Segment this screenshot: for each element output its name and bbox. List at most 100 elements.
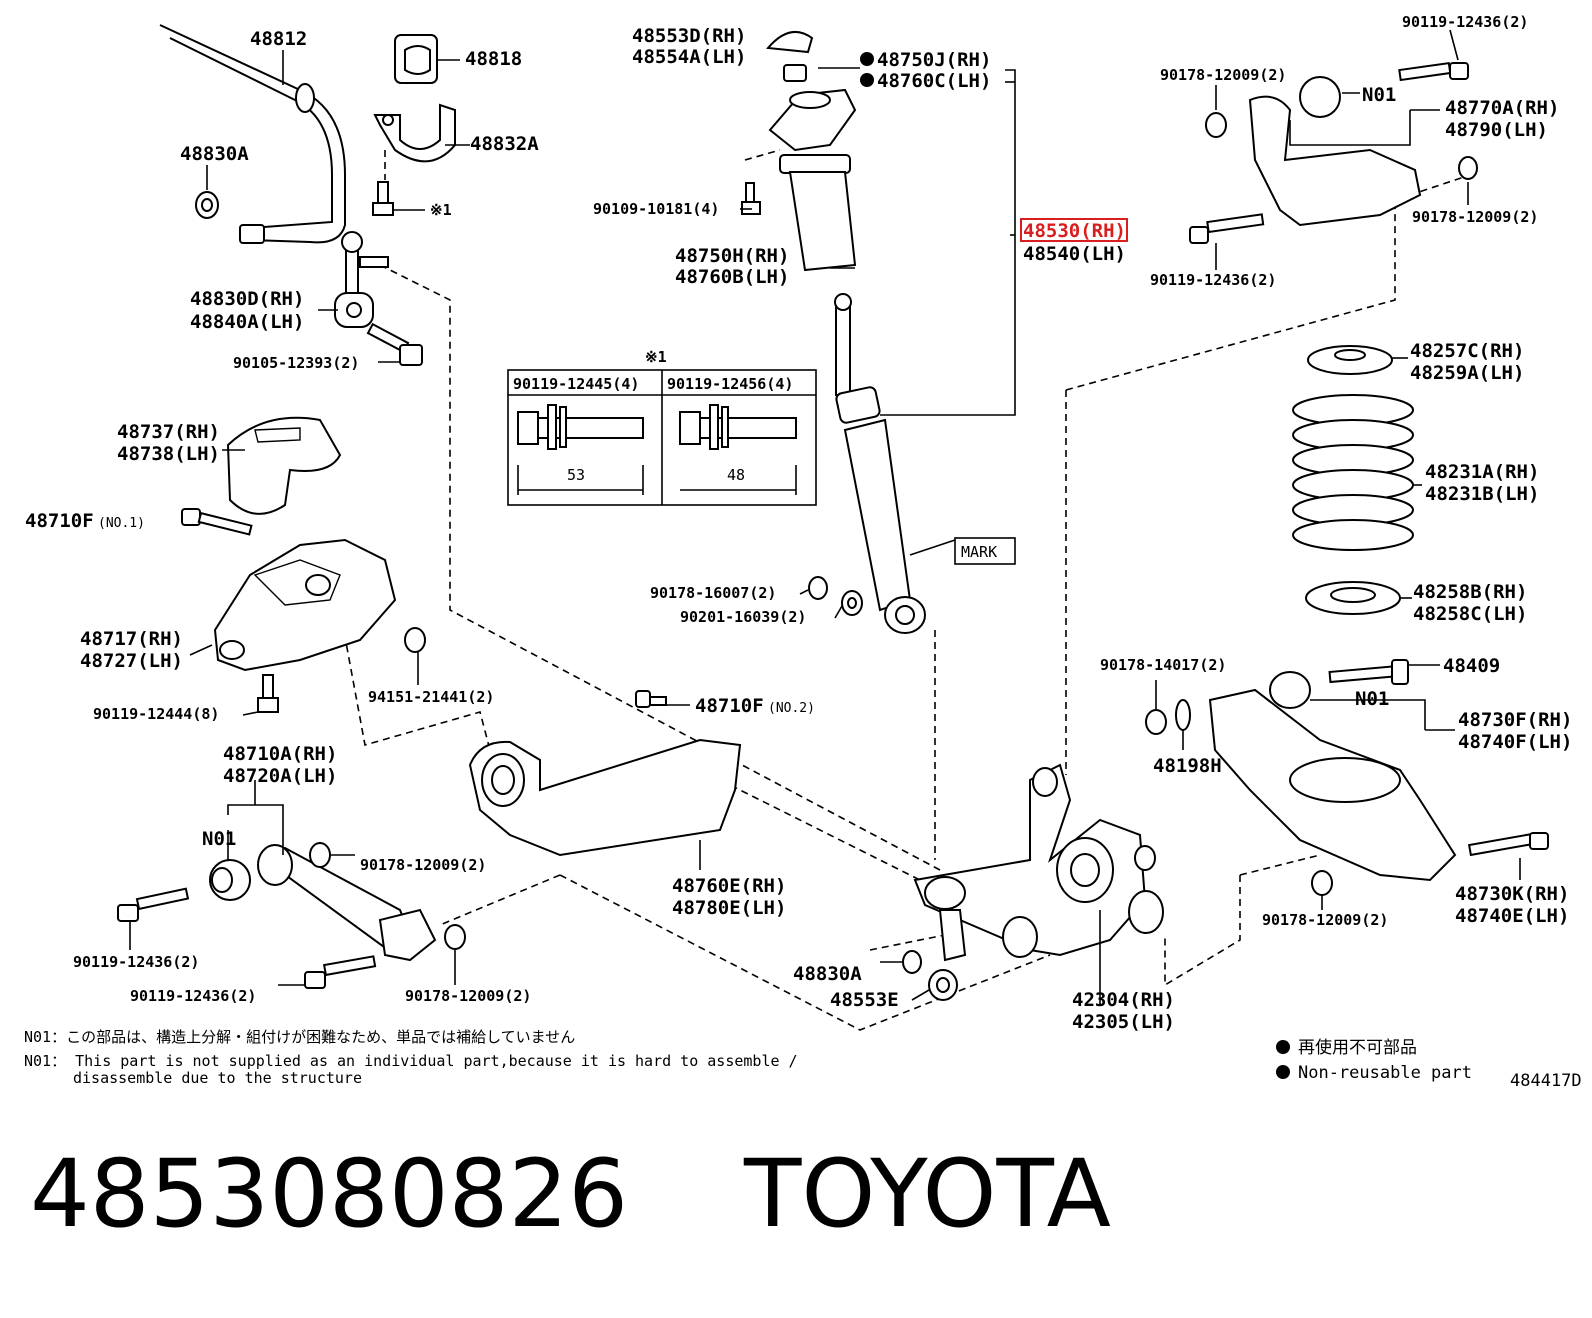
nut-90178-br bbox=[1311, 870, 1333, 896]
nut-48830a-top bbox=[195, 191, 219, 219]
bolt-48409 bbox=[1328, 659, 1409, 685]
label-48730k: 48730K(RH) bbox=[1455, 883, 1569, 905]
cover-48737 bbox=[226, 416, 342, 515]
label-48710f-no2: 48710F bbox=[695, 695, 764, 717]
label-48840a: 48840A(LH) bbox=[190, 311, 304, 333]
label-48818: 48818 bbox=[465, 48, 522, 70]
legend: 再使用不可部品 Non-reusable part bbox=[1298, 1037, 1472, 1083]
label-48760b: 48760B(LH) bbox=[675, 266, 789, 288]
stabilizer-link bbox=[334, 231, 389, 328]
label-48740e: 48740E(LH) bbox=[1455, 905, 1569, 927]
label-48554a: 48554A(LH) bbox=[632, 46, 746, 68]
bushing-90178-16007 bbox=[808, 576, 828, 600]
nut-90178-bottom bbox=[444, 924, 466, 950]
footnotes: N01：この部品は、構造上分解・組付けが困難なため、単品では補給していません N… bbox=[24, 1028, 798, 1087]
label-48553d: 48553D(RH) bbox=[632, 25, 746, 47]
bolt-48730k bbox=[1467, 832, 1549, 857]
label-48740f: 48740F(LH) bbox=[1458, 731, 1572, 753]
label-48258b: 48258B(RH) bbox=[1413, 581, 1527, 603]
label-n01-r: N01 bbox=[1355, 688, 1389, 710]
upper-spring-seat bbox=[1307, 345, 1393, 375]
non-reusable-dot-48760c bbox=[860, 73, 874, 87]
product-caption: 4853080826 TOYOTA bbox=[30, 1140, 1111, 1250]
label-90178-14017: 90178-14017(2) bbox=[1100, 656, 1226, 674]
table-star: ※1 bbox=[645, 348, 667, 366]
legend-dot-en bbox=[1276, 1065, 1290, 1079]
bolt-90119-12436-b bbox=[304, 955, 377, 989]
lower-arm-48730f bbox=[1208, 688, 1457, 882]
table-col1-header: 90119-12445(4) bbox=[513, 375, 639, 393]
bolt-stabilizer-bracket bbox=[372, 181, 394, 216]
label-48409: 48409 bbox=[1443, 655, 1500, 677]
arm-48760e bbox=[468, 738, 742, 857]
label-90119-12436-a: 90119-12436(2) bbox=[73, 953, 199, 971]
nut-48830a-bottom bbox=[902, 950, 922, 974]
washer-90201 bbox=[841, 590, 863, 616]
bolt-90119-12436-tr2 bbox=[1189, 213, 1265, 244]
arm-48710a bbox=[257, 844, 437, 962]
label-90178-left: 90178-12009(2) bbox=[360, 856, 486, 874]
label-90119-12444: 90119-12444(8) bbox=[93, 705, 219, 723]
label-42305: 42305(LH) bbox=[1072, 1011, 1175, 1033]
label-90178-tr: 90178-12009(2) bbox=[1160, 66, 1286, 84]
legend-dot-jp bbox=[1276, 1040, 1290, 1054]
caption-part-number: 4853080826 bbox=[30, 1140, 629, 1249]
bolt-90119-12444 bbox=[257, 674, 279, 713]
bushing-knuckle-b bbox=[1128, 890, 1164, 934]
label-48710a: 48710A(RH) bbox=[223, 743, 337, 765]
label-90109: 90109-10181(4) bbox=[593, 200, 719, 218]
label-90119-12436-b: 90119-12436(2) bbox=[130, 987, 256, 1005]
nut-90178-14017 bbox=[1145, 709, 1167, 735]
label-48770a: 48770A(RH) bbox=[1445, 97, 1559, 119]
parts-diagram: 48812 48818 48832A 48830A ※1 48830D(RH) … bbox=[24, 13, 1582, 1090]
bushing-n01-r bbox=[1269, 671, 1311, 709]
note-n01-en-2: disassemble due to the structure bbox=[73, 1069, 362, 1087]
label-48258c: 48258C(LH) bbox=[1413, 603, 1527, 625]
label-42304: 42304(RH) bbox=[1072, 989, 1175, 1011]
label-48812: 48812 bbox=[250, 28, 307, 50]
label-48530: 48530(RH) bbox=[1023, 220, 1126, 242]
label-48737: 48737(RH) bbox=[117, 421, 220, 443]
bolt-table bbox=[507, 369, 817, 506]
bolt-48710f-no1 bbox=[181, 508, 253, 536]
label-n01-tr: N01 bbox=[1362, 84, 1396, 106]
label-48760c: 48760C(LH) bbox=[877, 70, 991, 92]
cap-48553d bbox=[766, 30, 814, 54]
label-90201: 90201-16039(2) bbox=[680, 608, 806, 626]
label-48730f: 48730F(RH) bbox=[1458, 709, 1572, 731]
label-mark: MARK bbox=[961, 543, 997, 561]
label-48259a: 48259A(LH) bbox=[1410, 362, 1524, 384]
label-90178-tr2: 90178-12009(2) bbox=[1412, 208, 1538, 226]
nut-90178-tr2 bbox=[1458, 156, 1478, 180]
label-48727: 48727(LH) bbox=[80, 650, 183, 672]
bolt-90105 bbox=[366, 322, 423, 366]
label-48750j: 48750J(RH) bbox=[877, 49, 991, 71]
note-n01-jp: N01：この部品は、構造上分解・組付けが困難なため、単品では補給していません bbox=[24, 1028, 575, 1046]
stabilizer-bar bbox=[159, 24, 346, 244]
bracket-48717 bbox=[213, 538, 397, 672]
upper-arm-48770a bbox=[1248, 76, 1422, 227]
leader-lines bbox=[129, 29, 1521, 1005]
table-dim1: 53 bbox=[567, 466, 585, 484]
label-48832a: 48832A bbox=[470, 133, 539, 155]
nut-48750j bbox=[783, 64, 807, 82]
stabilizer-bushing bbox=[394, 34, 438, 84]
shock-absorber bbox=[834, 293, 926, 634]
label-48257c: 48257C(RH) bbox=[1410, 340, 1524, 362]
bolt-90119-12436-a bbox=[117, 887, 190, 922]
bolt-90119-12436-tr bbox=[1398, 61, 1469, 82]
label-90119-12436-tr: 90119-12436(2) bbox=[1402, 13, 1528, 31]
label-48830a-top: 48830A bbox=[180, 143, 249, 165]
bolt-48710f-no2 bbox=[635, 690, 667, 708]
highlight-box bbox=[1020, 218, 1128, 242]
legend-jp: 再使用不可部品 bbox=[1298, 1037, 1417, 1058]
stabilizer-bracket bbox=[373, 103, 456, 163]
label-n01-left: N01 bbox=[202, 828, 236, 850]
label-90178-16007: 90178-16007(2) bbox=[650, 584, 776, 602]
label-90119-12436-tr2: 90119-12436(2) bbox=[1150, 271, 1276, 289]
label-48720a: 48720A(LH) bbox=[223, 765, 337, 787]
table-col2-header: 90119-12456(4) bbox=[667, 375, 793, 393]
table-dim2: 48 bbox=[727, 466, 745, 484]
label-48540: 48540(LH) bbox=[1023, 243, 1126, 265]
nut-48553e bbox=[928, 969, 958, 1001]
